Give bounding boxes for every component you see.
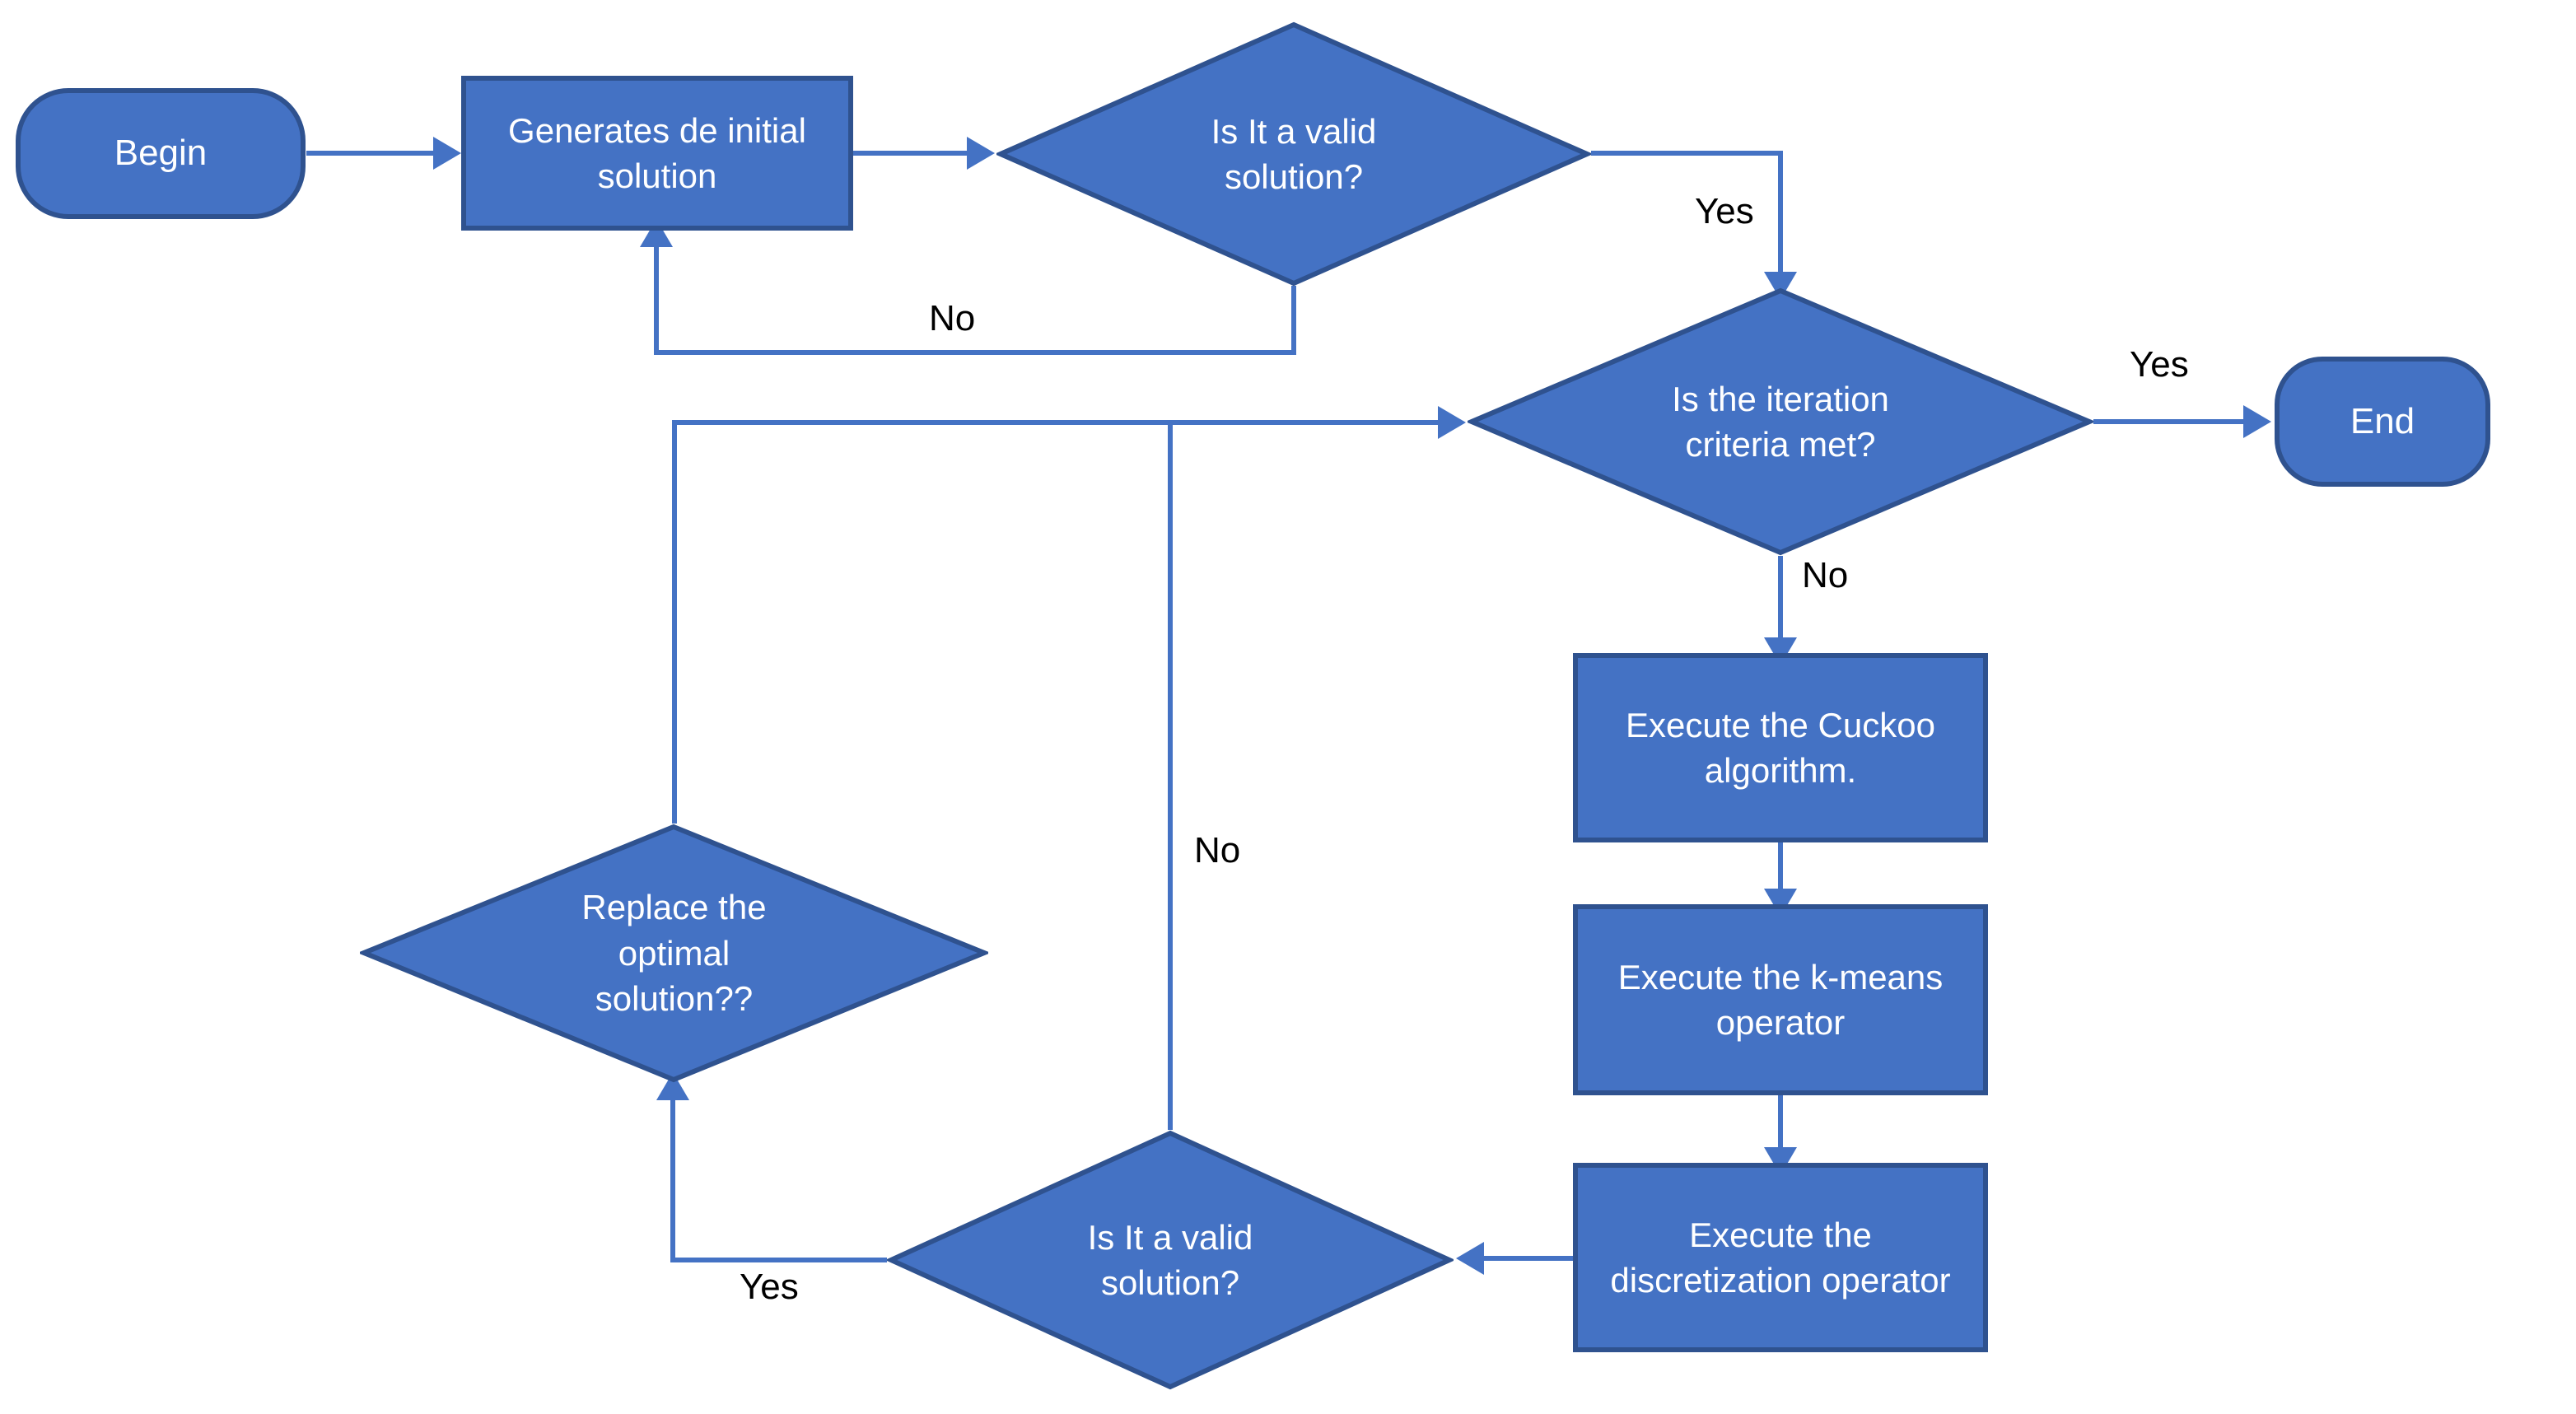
edge-label-iteration-no: No: [1802, 555, 1849, 595]
node-begin: Begin: [16, 88, 306, 219]
node-execute-kmeans: Execute the k-means operator: [1573, 904, 1988, 1095]
node-iteration-criteria: Is the iteration criteria met?: [1468, 287, 2093, 556]
node-discretization-label: Execute the discretization operator: [1610, 1215, 1951, 1300]
node-valid-solution-2: Is It a valid solution?: [887, 1130, 1454, 1390]
edge-label-valid2-no: No: [1194, 830, 1241, 870]
arrowhead-replace-to-iteration: [1438, 406, 1466, 439]
node-end-label: End: [2350, 400, 2415, 441]
edge-valid1-no-loop: [654, 245, 1296, 355]
edge-valid2-yes: [670, 1099, 887, 1262]
node-valid-solution-1: Is It a valid solution?: [996, 21, 1591, 287]
arrowhead-cuckoo-to-kmeans: [1764, 889, 1797, 917]
arrowhead-begin-to-generate: [433, 137, 461, 170]
edge-replace-to-iteration: [672, 420, 1440, 824]
node-end: End: [2275, 357, 2490, 487]
node-generate-initial-solution: Generates de initial solution: [461, 76, 853, 231]
node-begin-label: Begin: [114, 133, 208, 174]
diamond-shape: [360, 824, 988, 1083]
node-valid1-label: Is It a valid solution?: [1211, 111, 1377, 196]
diamond-shape: [887, 1130, 1454, 1390]
edge-label-valid1-yes: Yes: [1695, 191, 1754, 231]
node-iteration-label: Is the iteration criteria met?: [1672, 379, 1889, 464]
arrowhead-valid1-yes: [1764, 272, 1797, 300]
node-replace-label: Replace the optimal solution??: [581, 888, 767, 1019]
edge-label-iteration-yes: Yes: [2130, 344, 2189, 385]
node-kmeans-label: Execute the k-means operator: [1617, 957, 1944, 1042]
arrowhead-generate-to-valid1: [967, 137, 995, 170]
node-valid2-label: Is It a valid solution?: [1087, 1217, 1253, 1302]
arrowhead-discretization-to-valid2: [1456, 1242, 1484, 1275]
arrowhead-iteration-no: [1764, 637, 1797, 665]
arrowhead-iteration-yes: [2243, 405, 2271, 438]
node-replace-optimal: Replace the optimal solution??: [360, 824, 988, 1083]
node-generate-label: Generates de initial solution: [508, 110, 806, 195]
edge-label-valid2-yes: Yes: [740, 1267, 799, 1307]
node-execute-cuckoo: Execute the Cuckoo algorithm.: [1573, 653, 1988, 842]
edge-valid1-yes: [1591, 151, 1783, 273]
edge-label-valid1-no: No: [929, 298, 976, 338]
node-execute-discretization: Execute the discretization operator: [1573, 1163, 1988, 1352]
diamond-shape: [1468, 287, 2093, 556]
arrowhead-valid1-no-loop: [640, 219, 673, 247]
arrowhead-kmeans-to-discretization: [1764, 1147, 1797, 1175]
node-cuckoo-label: Execute the Cuckoo algorithm.: [1626, 705, 1935, 790]
arrowhead-valid2-yes: [656, 1072, 689, 1100]
diamond-shape: [996, 21, 1591, 287]
